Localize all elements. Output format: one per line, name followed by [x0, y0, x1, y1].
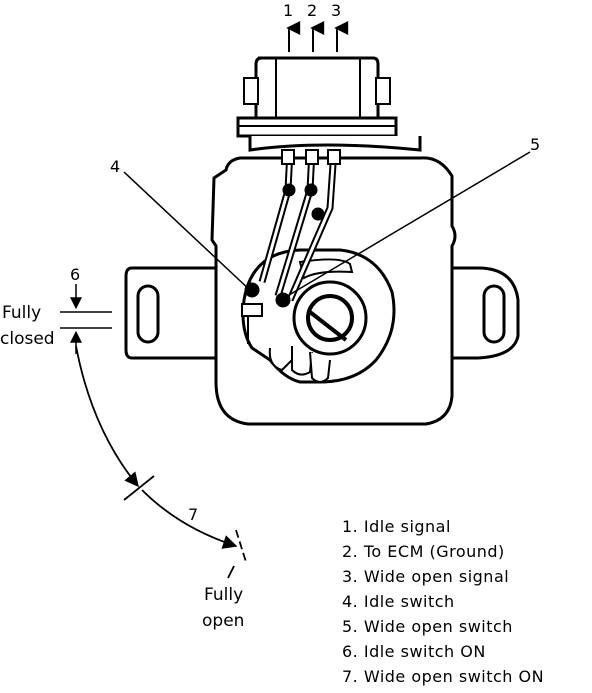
callout-1: 1	[283, 1, 293, 20]
fully-closed-label-line1: Fully	[2, 303, 41, 323]
legend-item-7: 7. Wide open switch ON	[342, 667, 544, 686]
callout-3: 3	[331, 1, 341, 20]
connector	[236, 56, 422, 152]
signal-arrows	[286, 21, 349, 52]
legend-item-5: 5. Wide open switch	[342, 617, 513, 636]
legend-item-6: 6. Idle switch ON	[342, 642, 486, 661]
callout-5: 5	[530, 135, 540, 154]
callout-2: 2	[307, 1, 317, 20]
fully-closed-label-line2: closed	[0, 329, 55, 349]
fully-open-label-line1: Fully	[204, 585, 243, 605]
leader-lines	[123, 151, 531, 299]
legend-item-4: 4. Idle switch	[342, 592, 455, 611]
callout-4: 4	[110, 157, 120, 176]
legend-item-1: 1. Idle signal	[342, 517, 451, 536]
legend: 1. Idle signal 2. To ECM (Ground) 3. Wid…	[342, 517, 544, 686]
wire-harness	[244, 149, 341, 308]
legend-item-3: 3. Wide open signal	[342, 567, 509, 586]
throttle-sweep-arc	[75, 345, 247, 579]
fully-open-label-line2: open	[202, 611, 244, 631]
rotor-assembly	[241, 248, 396, 384]
legend-item-2: 2. To ECM (Ground)	[342, 542, 505, 561]
callout-6: 6	[70, 265, 80, 284]
fully-closed-reference	[60, 284, 112, 354]
callout-7: 7	[188, 505, 198, 524]
